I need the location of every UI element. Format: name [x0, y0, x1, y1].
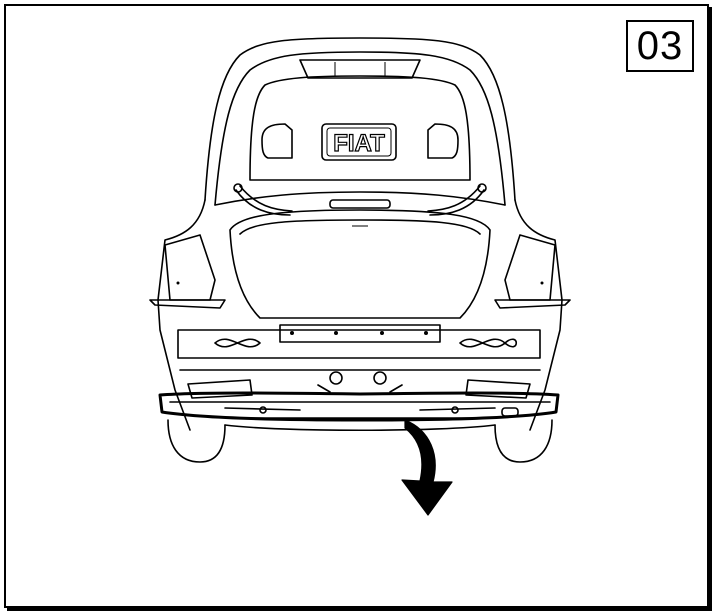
step-number: 03: [626, 20, 694, 72]
licence-plate-area: [279, 324, 441, 343]
removal-direction-arrow: [401, 419, 453, 516]
tire-left: [167, 419, 226, 463]
gas-strut-left: [235, 189, 291, 216]
tire-right: [494, 419, 553, 463]
fiat-badge: [321, 123, 397, 161]
instruction-frame: [4, 4, 709, 608]
bumper-beam: [158, 391, 560, 422]
bracket-left: [187, 379, 253, 399]
bracket-right: [465, 379, 531, 399]
rear-window: [249, 75, 471, 181]
tail-light-right: [504, 234, 556, 301]
fiat-badge-text: FIAT: [333, 130, 385, 157]
tail-light-left: [164, 234, 216, 301]
trunk-opening: [229, 209, 491, 319]
arrow-down-right-icon: [401, 419, 453, 516]
gas-strut-right: [429, 189, 485, 216]
body-outline: [204, 37, 516, 201]
